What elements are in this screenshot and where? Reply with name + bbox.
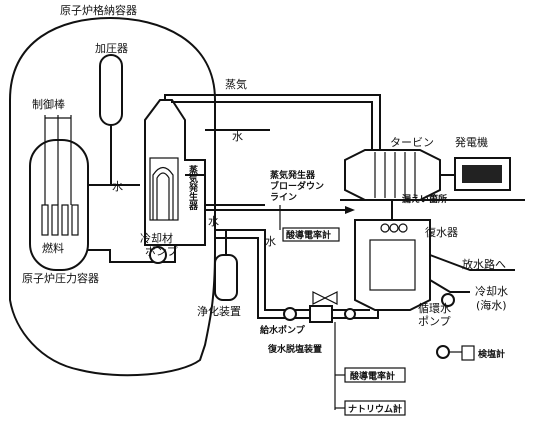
flow-symbol (344, 308, 356, 320)
condenser-shell (354, 219, 431, 311)
label-steam: 蒸気 (225, 77, 247, 91)
fuel-rod (71, 204, 79, 236)
label-water-left: 水 (112, 180, 123, 193)
acid-cond-meter-1-box (282, 227, 340, 242)
steam-generator-shell (144, 99, 206, 246)
sodium-meter-box (344, 400, 406, 416)
pressurizer-vessel (99, 54, 123, 126)
label-steam-generator: 蒸気発生器 (187, 164, 199, 211)
label-coolant-pump-2: ポンプ (145, 245, 178, 258)
label-circ-pump-1: 循環水 (418, 302, 451, 315)
label-fuel: 燃料 (42, 241, 64, 255)
salinity-meter-box (461, 345, 475, 361)
label-control-rods: 制御棒 (32, 97, 65, 111)
label-cooling-water-1: 冷却水 (475, 285, 508, 298)
condenser-hotwell (369, 239, 416, 291)
salinity-sensor (436, 345, 450, 359)
purifier-vessel (214, 254, 238, 301)
main-steam-line-inner (171, 100, 373, 150)
label-water-low: 水 (265, 235, 276, 248)
label-sodium-meter: ナトリウム計 (348, 403, 402, 415)
leak-point-mark (380, 223, 390, 233)
feedwater-pump-symbol (283, 307, 297, 321)
fuel-rod (61, 204, 69, 236)
label-acid-cond-meter-1: 酸導電率計 (286, 229, 331, 241)
label-water-mid: 水 (208, 215, 219, 228)
label-sg-blowdown-3: ライン (270, 192, 297, 203)
label-condensate-demin: 復水脱塩装置 (267, 343, 322, 355)
condensate-demineralizer (309, 305, 333, 323)
valve-symbol (312, 291, 338, 305)
acid-cond-meter-2-box (344, 367, 406, 383)
generator-core (462, 165, 502, 183)
u-tubes (152, 166, 174, 220)
circulating-pump (441, 293, 455, 307)
label-generator: 発電機 (455, 135, 488, 149)
cooling-water-line (429, 279, 470, 293)
turbine-body (344, 149, 441, 201)
coolant-pump (149, 246, 167, 264)
label-condenser: 復水器 (425, 226, 458, 239)
label-cooling-water-2: (海水) (476, 298, 507, 312)
steam-generator-inner (149, 157, 179, 221)
primary-cold-leg (88, 249, 150, 263)
label-to-outlet: 放水路へ (462, 257, 506, 271)
fuel-rod (51, 204, 59, 236)
label-sg-blowdown-2: ブローダウン (270, 180, 324, 192)
label-leak-point: 漏えい箇所 (402, 193, 447, 205)
label-turbine: タービン (390, 136, 434, 149)
label-sg-blowdown-1: 蒸気発生器 (270, 169, 316, 181)
label-pressurizer: 加圧器 (95, 42, 128, 55)
label-acid-cond-meter-2: 酸導電率計 (350, 370, 395, 382)
main-steam-line (164, 94, 381, 150)
feedwater-line (215, 229, 370, 311)
outlet-line (429, 254, 515, 271)
label-reactor-pressure-vessel: 原子炉圧力容器 (22, 271, 99, 285)
feedwater-line-2 (215, 237, 379, 319)
u-tubes (156, 172, 170, 220)
blowdown-arrow (345, 206, 355, 214)
leak-point-mark (389, 223, 399, 233)
label-coolant-pump-1: 冷却材 (140, 231, 173, 245)
containment-vessel-outline (9, 16, 216, 377)
label-water-top: 水 (232, 130, 243, 143)
label-purifier: 浄化装置 (197, 304, 241, 318)
label-salinity-meter: 検塩計 (478, 348, 505, 360)
label-feedwater-pump: 給水ポンプ (260, 324, 306, 336)
label-circ-pump-2: ポンプ (418, 315, 451, 328)
label-containment-vessel: 原子炉格納容器 (60, 3, 137, 17)
leak-point-mark (398, 223, 408, 233)
